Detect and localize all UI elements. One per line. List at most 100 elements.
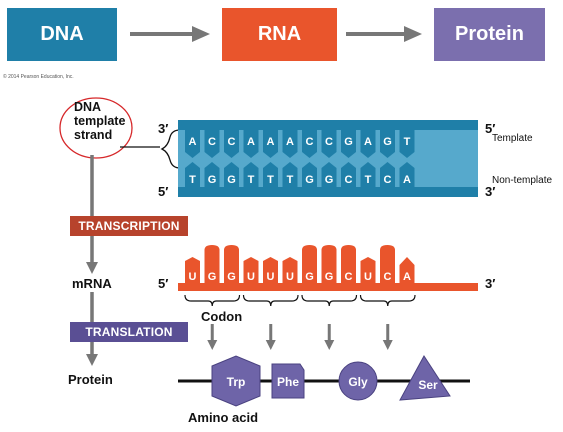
copyright-text: © 2014 Pearson Education, Inc. [3,74,74,80]
mrna-base-letter-10: C [384,271,392,283]
template-prime-left: 3′ [158,121,169,136]
arrow-dna-to-rna [130,26,210,42]
mrna-base-4 [263,257,278,283]
codon-brace-1 [242,294,299,307]
mrna-base-8 [341,245,356,283]
template-base-8 [341,130,356,152]
mrna-base-7 [321,245,337,283]
amino-acid-label: Amino acid [188,410,259,425]
nontemplate-base-letter-1: G [208,174,217,186]
mrna-base-letter-5: U [286,271,294,283]
dna-template-line3: strand [74,128,113,142]
template-base-letter-9: A [364,136,372,148]
template-base-letter-6: C [306,136,314,148]
nontemplate-base-letter-10: C [384,174,392,186]
codon-brace-0 [184,294,241,307]
template-base-letter-4: A [267,136,275,148]
nontemplate-base-letter-11: A [403,174,411,186]
transcription-band: TRANSCRIPTION [70,216,188,236]
nontemplate-base-8 [341,168,356,187]
codon-brace-3 [359,294,416,307]
nontemplate-base-2 [224,168,239,187]
nontemplate-base-letter-7: G [325,174,334,186]
template-base-letter-5: A [286,136,294,148]
template-base-letter-10: G [383,136,392,148]
nontemplate-base-7 [321,168,337,187]
amino-acid-ser-label: Ser [418,378,438,392]
arrow-rna-to-protein [346,26,422,42]
nontemplate-base-letter-2: G [227,174,236,186]
rna-box-label: RNA [257,23,302,45]
template-base-5 [282,130,298,152]
template-base-2 [224,130,239,152]
template-base-letter-1: C [208,136,216,148]
mrna-base-letter-7: G [325,271,334,283]
mrna-base-11 [399,257,415,283]
nontemplate-base-letter-0: T [189,174,196,186]
amino-acid-phe: Phe [271,363,305,399]
template-label: Template [492,133,533,144]
mrna-base-letter-11: A [403,271,411,283]
translation-band: TRANSLATION [70,322,188,342]
dna-box-label: DNA [40,23,84,45]
mrna-label: mRNA [72,276,112,291]
amino-acid-trp-label: Trp [227,375,246,389]
dna-box: DNA [7,8,117,61]
highlight-circle [59,97,133,159]
transcription-label: TRANSCRIPTION [78,219,180,233]
dna-template-line2: template [74,114,126,128]
nontemplate-base-9 [360,168,376,187]
template-base-letter-3: A [247,136,255,148]
nontemplate-base-letter-5: T [287,174,294,186]
mrna-base-5 [282,257,298,283]
nontemplate-base-0 [185,168,200,187]
mrna-base-letter-9: U [364,271,372,283]
nontemplate-base-6 [302,168,317,187]
nontemplate-base-3 [243,168,259,187]
template-base-letter-7: C [325,136,333,148]
template-base-letter-0: A [189,136,197,148]
codon-label: Codon [201,309,243,324]
mrna-base-letter-8: C [345,271,353,283]
amino-acid-trp: Trp [211,355,261,407]
mrna-base-9 [360,257,376,283]
nontemplate-base-letter-6: G [305,174,314,186]
mrna-base-letter-3: U [247,271,255,283]
translation-label: TRANSLATION [85,325,173,339]
template-base-letter-11: T [404,136,411,148]
mrna-prime-right: 3′ [485,276,496,291]
mrna-base-letter-6: G [305,271,314,283]
nontemplate-base-letter-8: C [345,174,353,186]
mrna-base-0 [185,257,200,283]
nontemplate-base-11 [399,168,415,187]
mrna-base-6 [302,245,317,283]
mrna-base-letter-1: G [208,271,217,283]
nontemplate-base-10 [380,168,395,187]
amino-acid-ser: Ser [399,355,451,401]
rna-box: RNA [222,8,337,61]
template-base-6 [302,130,317,152]
mrna-base-letter-0: U [189,271,197,283]
protein-box-label: Protein [455,23,524,45]
nontemplate-label: Non-template [492,175,553,186]
dna-template-strand-label: DNA template strand [74,100,125,142]
template-base-letter-2: C [228,136,236,148]
codon-brace-2 [301,294,358,307]
template-base-7 [321,130,337,152]
mrna-prime-left: 5′ [158,276,169,291]
nontemplate-base-letter-4: T [267,174,274,186]
mrna-base-3 [243,257,259,283]
amino-acid-gly-label: Gly [348,375,368,389]
template-base-9 [360,130,376,152]
template-base-4 [263,130,278,152]
mrna-base-10 [380,245,395,283]
dna-template-line1: DNA [74,100,102,114]
mrna-base-letter-4: U [267,271,275,283]
mrna-base-letter-2: G [227,271,236,283]
nontemplate-base-letter-3: T [248,174,255,186]
mrna-base-2 [224,245,239,283]
mrna-base-1 [204,245,220,283]
protein-box: Protein [434,8,545,61]
